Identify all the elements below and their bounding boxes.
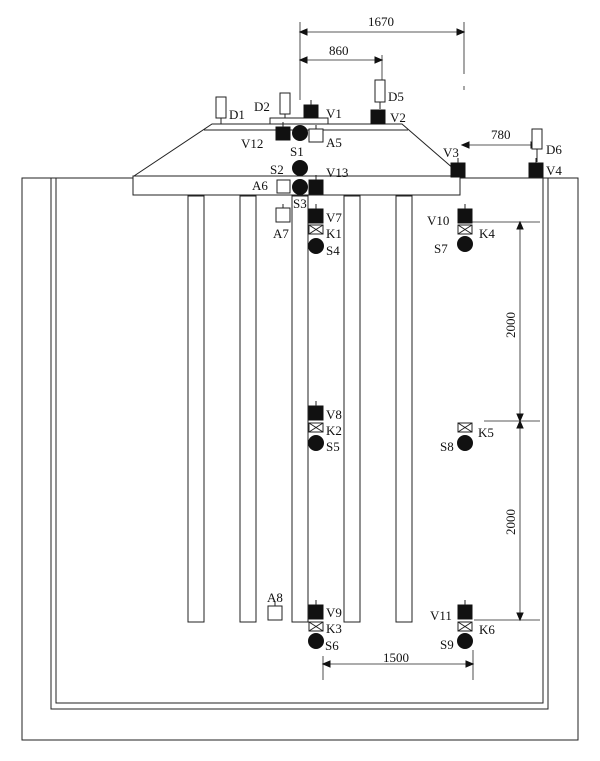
label-V10: V10: [427, 213, 449, 228]
label-S1: S1: [290, 144, 304, 159]
label-A6: A6: [252, 178, 268, 193]
label-V8: V8: [326, 407, 342, 422]
pressure-cell-icon: [308, 238, 324, 254]
pile: [291, 195, 309, 623]
strain-gauge-icon: [457, 224, 473, 235]
accelerometer-icon: [275, 204, 291, 223]
pressure-cell-icon: [308, 435, 324, 451]
strain-gauge-icon: [308, 422, 324, 433]
label-D5: D5: [388, 89, 404, 104]
pressure-cell-icon: [308, 633, 324, 649]
pile: [239, 195, 257, 623]
dimension-1670: 1670: [368, 14, 394, 29]
label-S4: S4: [326, 243, 340, 258]
label-V3: V3: [443, 145, 459, 160]
velocity-sensor-icon: [275, 122, 291, 141]
velocity-sensor-icon: [450, 158, 466, 178]
velocity-sensor-icon: [370, 109, 386, 125]
label-V2: V2: [390, 110, 406, 125]
strain-gauge-icon: [308, 621, 324, 632]
velocity-sensor-icon: [528, 158, 544, 178]
pressure-cell-icon: [457, 236, 473, 252]
label-V11: V11: [430, 608, 452, 623]
pressure-cell-icon: [292, 125, 308, 141]
dimension-1500: 1500: [383, 650, 409, 665]
dimension-860: 860: [329, 43, 349, 58]
label-A8: A8: [267, 590, 283, 605]
dimension-2000-lower: 2000: [503, 509, 518, 535]
strain-gauge-icon: [457, 422, 473, 433]
label-K1: K1: [326, 226, 342, 241]
velocity-sensor-icon: [308, 175, 324, 195]
pile: [187, 195, 205, 623]
pressure-cell-icon: [292, 179, 308, 195]
displacement-gauge-icon: [374, 79, 386, 109]
velocity-sensor-icon: [308, 204, 324, 224]
label-S3: S3: [293, 196, 307, 211]
label-K2: K2: [326, 423, 342, 438]
label-S7: S7: [434, 241, 448, 256]
label-S2: S2: [270, 162, 284, 177]
accelerometer-icon: [267, 602, 283, 621]
label-V9: V9: [326, 605, 342, 620]
displacement-gauge-icon: [279, 92, 291, 118]
velocity-sensor-icon: [303, 100, 319, 119]
velocity-sensor-icon: [308, 401, 324, 421]
strain-gauge-icon: [457, 621, 473, 632]
pressure-cell-icon: [457, 633, 473, 649]
label-V4: V4: [546, 163, 562, 178]
label-S9: S9: [440, 637, 454, 652]
label-S5: S5: [326, 439, 340, 454]
dimension-lines: [298, 22, 540, 680]
label-D6: D6: [546, 142, 562, 157]
pile: [343, 195, 361, 623]
label-S6: S6: [325, 638, 339, 653]
accelerometer-icon: [276, 179, 291, 194]
label-K6: K6: [479, 622, 495, 637]
label-S8: S8: [440, 439, 454, 454]
velocity-sensor-icon: [308, 600, 324, 620]
label-V12: V12: [241, 136, 263, 151]
label-A7: A7: [273, 226, 289, 241]
label-V7: V7: [326, 210, 342, 225]
pile: [395, 195, 413, 623]
label-K4: K4: [479, 226, 495, 241]
strain-gauge-icon: [308, 224, 324, 235]
label-K3: K3: [326, 621, 342, 636]
label-D1: D1: [229, 107, 245, 122]
label-D2: D2: [254, 99, 270, 114]
label-K5: K5: [478, 425, 494, 440]
dimension-2000-upper: 2000: [503, 312, 518, 338]
velocity-sensor-icon: [457, 600, 473, 620]
accelerometer-icon: [308, 125, 324, 143]
displacement-gauge-icon: [531, 128, 543, 162]
pressure-cell-icon: [457, 435, 473, 451]
piles: [187, 195, 413, 623]
dimension-780: 780: [491, 127, 511, 142]
column-plate: [269, 117, 329, 125]
label-A5: A5: [326, 135, 342, 150]
label-V13: V13: [326, 165, 348, 180]
displacement-gauge-icon: [215, 96, 227, 124]
label-V1: V1: [326, 106, 342, 121]
velocity-sensor-icon: [457, 204, 473, 224]
pressure-cell-icon: [292, 160, 308, 176]
